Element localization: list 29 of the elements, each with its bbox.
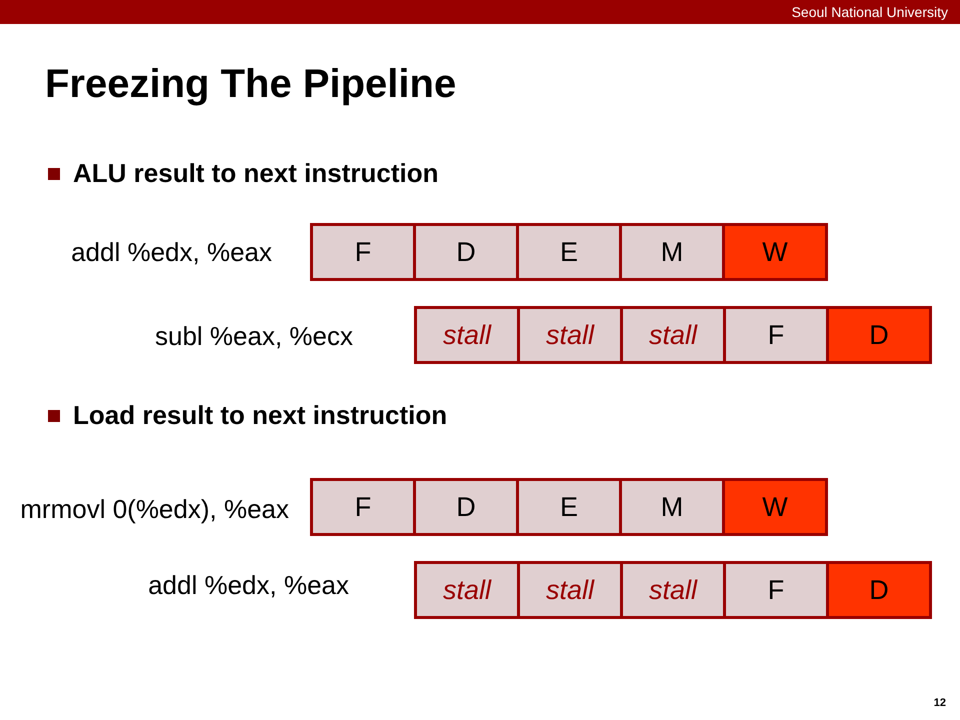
stall-cell: stall — [517, 561, 623, 619]
slide-title: Freezing The Pipeline — [45, 61, 456, 107]
stall-cell: stall — [620, 561, 726, 619]
pipeline-stage-cell: F — [723, 306, 829, 364]
pipeline-stage-cell: F — [310, 223, 416, 281]
pipeline-stage-cell: M — [619, 223, 725, 281]
instruction-text: subl %eax, %ecx — [155, 321, 353, 351]
pipeline-stage-cell: D — [413, 223, 519, 281]
pipeline-stage-cell: D — [413, 478, 519, 536]
highlighted-stage-cell: D — [826, 561, 932, 619]
bullet-heading: Load result to next instruction — [73, 399, 448, 431]
pipeline-stage-cell: F — [310, 478, 416, 536]
bullet-heading: ALU result to next instruction — [73, 157, 438, 189]
stall-cell: stall — [414, 306, 520, 364]
highlighted-stage-cell: W — [722, 478, 828, 536]
stall-cell: stall — [414, 561, 520, 619]
instruction-text: addl %edx, %eax — [71, 237, 272, 267]
instruction-text: addl %edx, %eax — [148, 570, 349, 600]
instruction-text: mrmovl 0(%edx), %eax — [20, 494, 289, 524]
pipeline-stage-cell: M — [619, 478, 725, 536]
pipeline-stage-cell: F — [723, 561, 829, 619]
header-text: Seoul National University — [792, 3, 948, 21]
highlighted-stage-cell: W — [722, 223, 828, 281]
highlighted-stage-cell: D — [826, 306, 932, 364]
stall-cell: stall — [620, 306, 726, 364]
stall-cell: stall — [517, 306, 623, 364]
pipeline-stage-cell: E — [516, 478, 622, 536]
pipeline-stage-cell: E — [516, 223, 622, 281]
page-number: 12 — [934, 696, 946, 710]
